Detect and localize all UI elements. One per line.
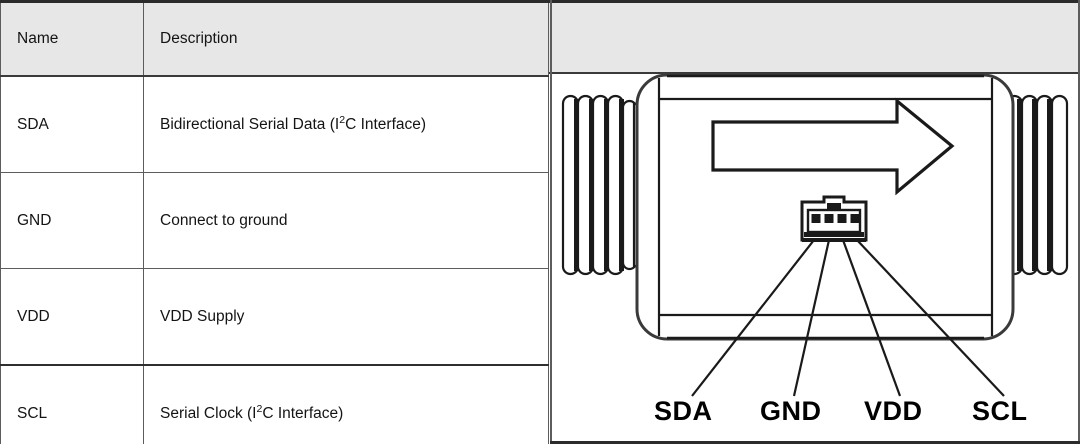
pin-description-table: Name Description SDA Bidirectional Seria… xyxy=(0,0,549,444)
leader-line-sda xyxy=(691,239,815,397)
cell-pin-name: VDD xyxy=(0,268,144,366)
table-header-row: Name Description xyxy=(0,0,549,77)
panel-divider xyxy=(550,0,552,444)
leader-line-gnd xyxy=(792,239,831,397)
cell-pin-description: Connect to ground xyxy=(143,172,549,269)
desc-text: Serial Clock (I xyxy=(160,405,257,422)
table-row: VDD VDD Supply xyxy=(0,268,549,366)
cell-pin-description: VDD Supply xyxy=(143,268,549,366)
connector-pin-1 xyxy=(811,214,821,223)
pin-table-wrapper: Name Description SDA Bidirectional Seria… xyxy=(0,0,549,444)
desc-text: VDD Supply xyxy=(160,307,245,325)
column-header-name: Name xyxy=(0,0,144,77)
connector-pin-2 xyxy=(824,214,834,223)
desc-text-tail: C Interface) xyxy=(345,115,427,133)
connector-pins xyxy=(811,214,860,223)
left-hose-barb-icon xyxy=(561,94,638,276)
cell-pin-name: GND xyxy=(0,172,144,269)
flow-direction-arrow-icon xyxy=(711,97,955,196)
pin-label-sda: SDA xyxy=(654,396,713,426)
connector-pin-3 xyxy=(837,214,847,223)
sensor-drawing xyxy=(552,0,1078,444)
connector-icon xyxy=(800,195,868,242)
cell-pin-name: SCL xyxy=(0,364,144,444)
cell-pin-name: SDA xyxy=(0,75,144,173)
column-header-description: Description xyxy=(143,0,549,77)
pin-label-row: SDA GND VDD SCL xyxy=(552,396,1078,440)
table-row: SDA Bidirectional Serial Data (I2C Inter… xyxy=(0,75,549,173)
leader-line-scl xyxy=(856,239,1005,397)
desc-text: Bidirectional Serial Data (I xyxy=(160,115,340,133)
pin-label-scl: SCL xyxy=(972,396,1028,426)
pin-label-gnd: GND xyxy=(760,396,822,426)
desc-text: Connect to ground xyxy=(160,211,288,229)
panel-right-edge xyxy=(1078,0,1080,444)
cell-pin-description: Bidirectional Serial Data (I2C Interface… xyxy=(143,75,549,173)
leader-line-vdd xyxy=(841,239,902,397)
connector-pin-4 xyxy=(850,214,860,223)
cell-pin-description: Serial Clock (I2C Interface) xyxy=(143,364,549,444)
desc-text-tail: C Interface) xyxy=(262,405,344,422)
panel-bottom-edge xyxy=(550,441,1080,444)
pin-leader-lines xyxy=(691,239,1005,397)
desc-superscript: 2 xyxy=(339,113,346,126)
table-row: SCL Serial Clock (I2C Interface) xyxy=(0,364,549,444)
table-row: GND Connect to ground xyxy=(0,172,549,269)
left-barb-shadow-bars xyxy=(574,99,624,271)
desc-superscript: 2 xyxy=(256,402,263,415)
pin-label-vdd: VDD xyxy=(864,396,923,426)
